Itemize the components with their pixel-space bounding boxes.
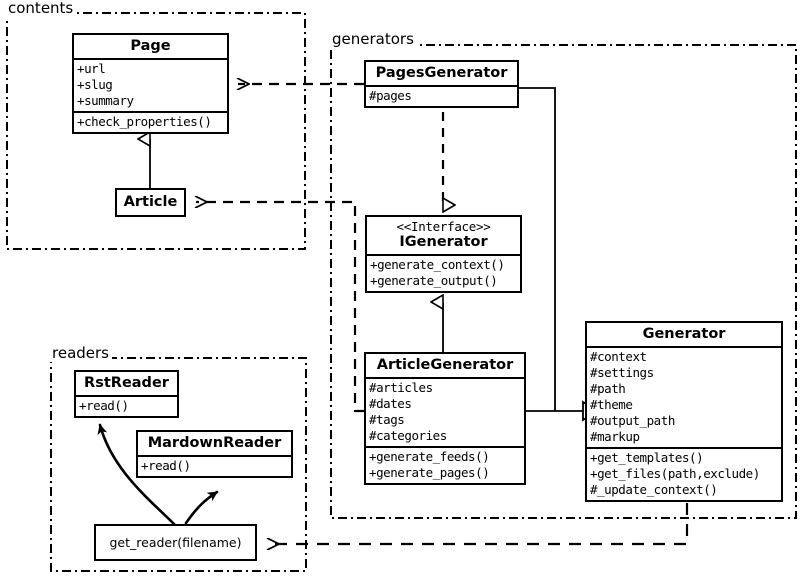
attribute-row: #tags: [369, 412, 405, 428]
rel-generator-depends-getreader: [268, 503, 689, 544]
class-methods-generator: +get_templates() +get_files(path,exclude…: [587, 447, 781, 500]
method-row: +get_files(path,exclude): [590, 466, 760, 482]
attribute-row: #categories: [369, 428, 447, 444]
class-box-igenerator[interactable]: <<Interface>> IGenerator +generate_conte…: [365, 215, 522, 294]
rel-getreader-creates-mardownreader: [184, 490, 219, 525]
class-title-igenerator: <<Interface>> IGenerator: [367, 217, 520, 254]
class-box-pagesgenerator[interactable]: PagesGenerator #pages: [364, 60, 519, 109]
attribute-row: #path: [590, 381, 626, 397]
class-title-generator: Generator: [642, 326, 726, 342]
class-methods-page: +check_properties(): [74, 111, 227, 132]
attribute-row: +url: [77, 61, 106, 77]
method-row: +get_templates(): [590, 450, 704, 466]
class-box-rstreader[interactable]: RstReader +read(): [74, 370, 179, 419]
attribute-row: #markup: [590, 429, 640, 445]
attribute-row: #settings: [590, 365, 654, 381]
class-box-mardownreader[interactable]: MardownReader +read(): [136, 430, 293, 479]
class-title-pagesgenerator: PagesGenerator: [375, 65, 508, 81]
method-row: +generate_feeds(): [369, 449, 490, 465]
attribute-row: +slug: [77, 77, 113, 93]
function-box-get-reader[interactable]: get_reader(filename): [94, 524, 257, 561]
function-label-get-reader: get_reader(filename): [109, 535, 242, 550]
method-row: +generate_context(): [370, 257, 505, 273]
attribute-row: #context: [590, 349, 647, 365]
package-frame-contents: [6, 12, 306, 250]
attribute-row: #articles: [369, 380, 433, 396]
class-box-page[interactable]: Page +url +slug +summary +check_properti…: [72, 33, 229, 135]
class-attributes-articlegenerator: #articles #dates #tags #categories: [366, 377, 524, 446]
package-frame-readers: [50, 357, 307, 572]
method-row: +generate_pages(): [369, 465, 490, 481]
package-label-readers: readers: [50, 344, 112, 362]
class-box-generator[interactable]: Generator #context #settings #path #them…: [585, 321, 783, 503]
method-row: +read(): [79, 398, 129, 414]
attribute-row: #output_path: [590, 413, 675, 429]
class-box-article[interactable]: Article: [115, 188, 186, 218]
package-frame-generators: [330, 44, 797, 519]
method-row: +generate_output(): [370, 273, 498, 289]
class-title-mardownreader: MardownReader: [147, 435, 282, 451]
attribute-row: #dates: [369, 396, 412, 412]
package-label-contents: contents: [6, 0, 77, 17]
class-stereotype-igenerator: <<Interface>>: [396, 219, 491, 234]
class-methods-igenerator: +generate_context() +generate_output(): [367, 254, 520, 291]
method-row: #_update_context(): [590, 482, 718, 498]
attribute-row: +summary: [77, 93, 134, 109]
attribute-row: #pages: [369, 88, 412, 104]
class-methods-mardownreader: +read(): [138, 455, 291, 476]
class-title-articlegenerator: ArticleGenerator: [376, 357, 514, 373]
rel-articlegenerator-depends-article: [196, 202, 364, 413]
method-row: +read(): [141, 458, 191, 474]
class-methods-articlegenerator: +generate_feeds() +generate_pages(): [366, 446, 524, 483]
class-methods-rstreader: +read(): [76, 395, 177, 416]
class-title-rstreader: RstReader: [84, 375, 169, 391]
class-attributes-page: +url +slug +summary: [74, 58, 227, 111]
method-row: +check_properties(): [77, 114, 212, 130]
attribute-row: #theme: [590, 397, 633, 413]
rel-getreader-creates-rstreader: [97, 423, 177, 527]
class-attributes-generator: #context #settings #path #theme #output_…: [587, 346, 781, 447]
package-label-generators: generators: [330, 30, 417, 48]
class-attributes-pagesgenerator: #pages: [366, 85, 517, 106]
class-box-articlegenerator[interactable]: ArticleGenerator #articles #dates #tags …: [364, 352, 526, 486]
class-title-page: Page: [130, 38, 171, 54]
class-title-article: Article: [123, 194, 178, 210]
class-name-igenerator: IGenerator: [399, 234, 488, 250]
